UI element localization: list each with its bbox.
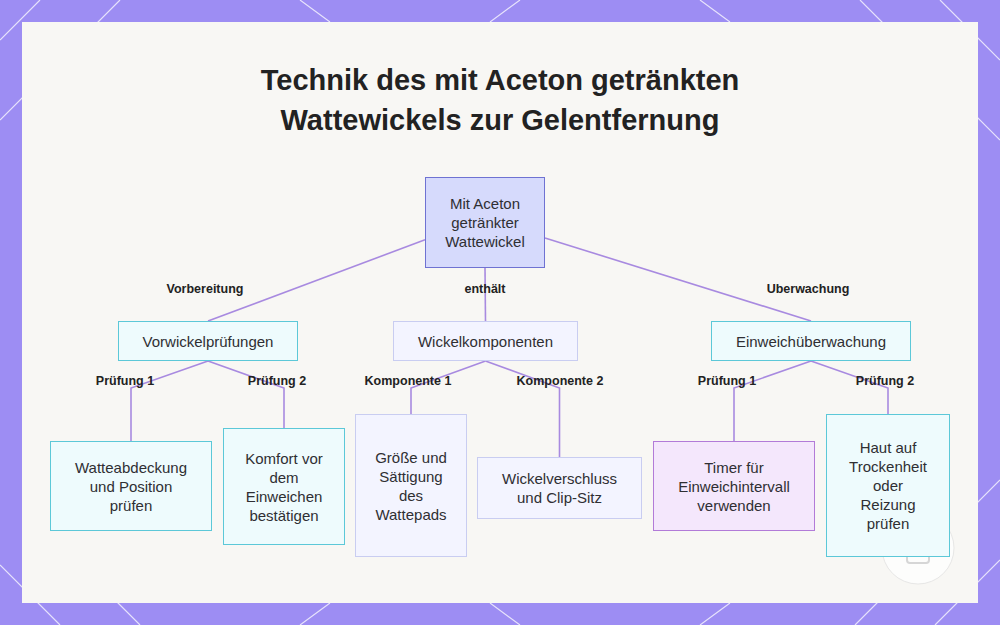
- process-box: Haut auf Trockenheit oder Reizung prüfen: [826, 414, 950, 557]
- node-label: Mit Aceton getränkter Wattewickel: [433, 194, 537, 251]
- edge-label: Komponente 2: [517, 374, 604, 388]
- edge-label: Uberwachung: [767, 282, 850, 296]
- process-box: Watteabdeckung und Position prüfen: [50, 441, 212, 531]
- connector-line: [208, 361, 284, 428]
- process-box: Einweichüberwachung: [711, 321, 911, 361]
- node-label: Vorwickelprüfungen: [143, 332, 274, 351]
- connector-line: [131, 361, 208, 441]
- process-box: Komfort vor dem Einweichen bestätigen: [223, 428, 345, 545]
- node-label: Timer für Einweichintervall verwenden: [672, 458, 797, 515]
- edge-label: Vorbereitung: [167, 282, 244, 296]
- edge-label: Prüfung 2: [248, 374, 306, 388]
- process-box: Vorwickelprüfungen: [118, 321, 298, 361]
- node-label: Größe und Sättigung des Wattepads: [371, 448, 451, 524]
- process-box: Größe und Sättigung des Wattepads: [355, 414, 467, 557]
- connector-line: [545, 238, 811, 321]
- process-box: Timer für Einweichintervall verwenden: [653, 441, 815, 531]
- node-label: Watteabdeckung und Position prüfen: [72, 458, 190, 515]
- node-label: Wickelverschluss und Clip-Sitz: [495, 469, 625, 507]
- connector-line: [208, 240, 425, 321]
- root-box: Mit Aceton getränkter Wattewickel: [425, 177, 545, 268]
- edge-label: Komponente 1: [365, 374, 452, 388]
- connector-line: [734, 361, 811, 441]
- node-label: Komfort vor dem Einweichen bestätigen: [244, 449, 324, 525]
- edge-label: Prüfung 1: [96, 374, 154, 388]
- edge-label: Prüfung 2: [856, 374, 914, 388]
- edge-label: enthält: [465, 282, 506, 296]
- diagram-title: Technik des mit Aceton getränkten Wattew…: [230, 60, 770, 140]
- card: [22, 22, 978, 603]
- process-box: Wickelkomponenten: [393, 321, 578, 361]
- process-box: Wickelverschluss und Clip-Sitz: [477, 457, 642, 519]
- edge-label: Prüfung 1: [698, 374, 756, 388]
- node-label: Haut auf Trockenheit oder Reizung prüfen: [845, 438, 931, 533]
- node-label: Einweichüberwachung: [736, 332, 886, 351]
- node-label: Wickelkomponenten: [418, 332, 553, 351]
